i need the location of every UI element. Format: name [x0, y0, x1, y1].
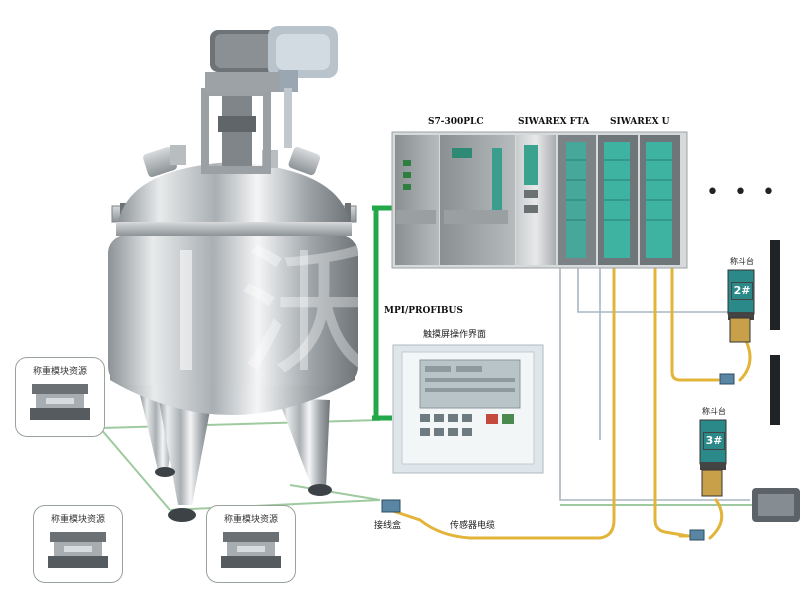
scale-2-tag: 2#	[731, 282, 753, 300]
load-cell-callout-label: 称重模块资源	[50, 515, 105, 525]
scale-2-label: 称斗台	[730, 257, 754, 266]
siwarex-u-label: SIWAREX U	[610, 117, 670, 127]
mpi-bus	[372, 205, 392, 421]
junction-box	[381, 499, 401, 513]
sensor-cables	[388, 266, 752, 540]
fta-label: SIWAREX FTA	[518, 117, 590, 127]
reactor-tank	[108, 26, 358, 522]
junction-box-label: 接线盒	[374, 521, 402, 531]
more-modules-indicator: • • •	[706, 180, 779, 205]
plc-label: S7-300PLC	[428, 117, 484, 127]
edge-devices	[752, 240, 800, 522]
load-cell-callout-3: 称重模块资源	[206, 505, 296, 583]
scale-3-label: 称斗台	[702, 407, 726, 416]
scale-2	[719, 269, 755, 385]
load-cell-icon	[48, 532, 108, 568]
scale-3-tag: 3#	[703, 432, 725, 450]
hmi-panel	[392, 344, 544, 474]
load-cell-callout-label: 称重模块资源	[223, 515, 278, 525]
watermark: 沃	[238, 232, 379, 395]
hmi-label: 触摸屏操作界面	[423, 330, 487, 340]
load-cell-icon	[30, 384, 90, 420]
sensor-cable-label: 传感器电缆	[450, 521, 496, 531]
load-cell-callout-label: 称重模块资源	[32, 367, 87, 377]
mpi-bus-label: MPI/PROFIBUS	[384, 306, 463, 316]
load-cell-callout-2: 称重模块资源	[33, 505, 123, 583]
load-cell-callout-1: 称重模块资源	[15, 357, 105, 437]
load-cell-icon	[221, 532, 281, 568]
plc-rack	[391, 131, 688, 269]
